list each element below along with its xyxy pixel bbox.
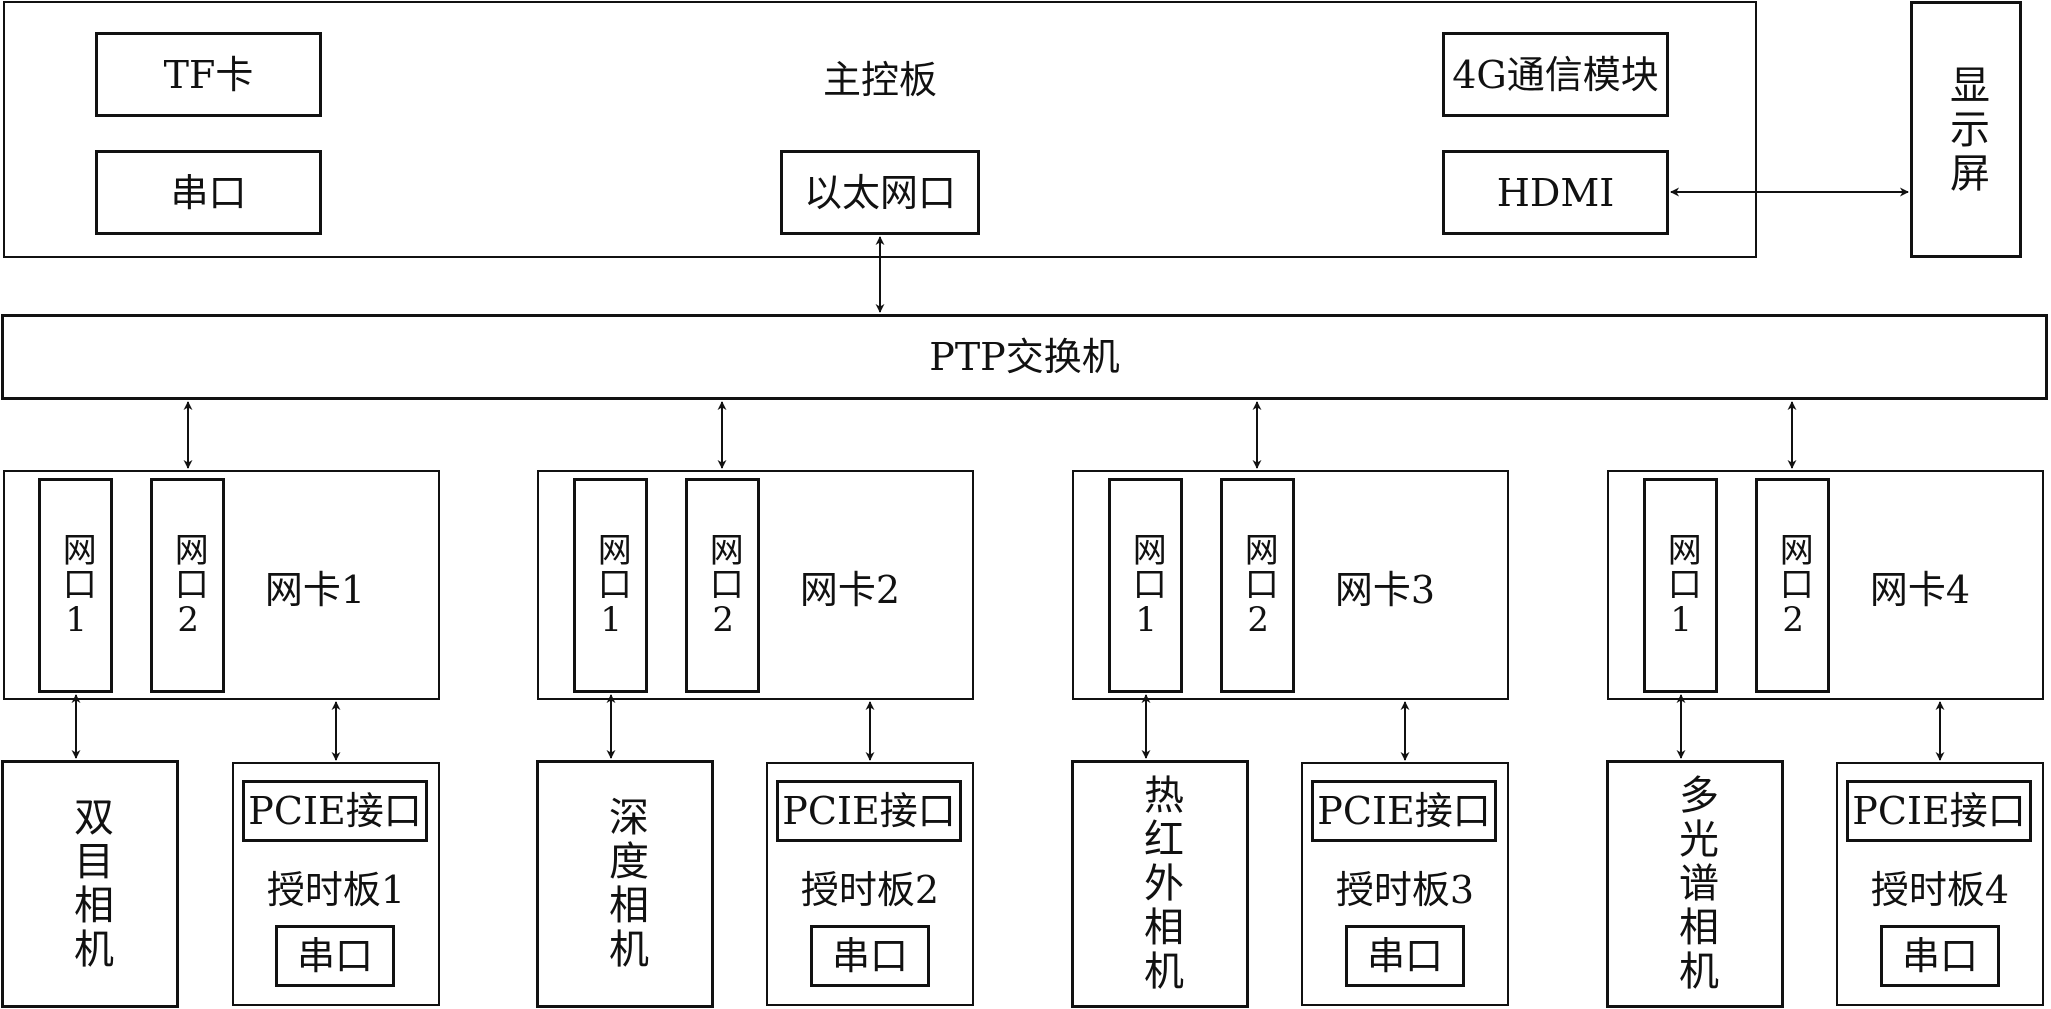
timing-board-1-pcie	[242, 780, 428, 842]
camera-4	[1606, 760, 1784, 1008]
nic-3-port-2-label: 网口2	[1238, 531, 1279, 640]
timing-board-2-serial-label: 串口	[831, 934, 908, 978]
display-box	[1910, 1, 2022, 258]
nic-2-port-1	[573, 478, 648, 693]
timing-board-3-serial-label: 串口	[1366, 934, 1443, 978]
camera-3-label: 热红外相机	[1137, 774, 1183, 994]
nic-2-port-1-label: 网口1	[591, 531, 632, 640]
nic-3-port-1-label: 网口1	[1126, 531, 1167, 640]
ptp-switch	[1, 314, 2048, 400]
hdmi-box	[1442, 150, 1669, 235]
nic-1-port-1	[38, 478, 113, 693]
nic-1-port-2	[150, 478, 225, 693]
camera-2-label: 深度相机	[602, 796, 648, 972]
timing-board-3-serial	[1345, 925, 1465, 987]
main-serial-box	[95, 150, 322, 235]
camera-4-label: 多光谱相机	[1672, 774, 1718, 994]
timing-board-1-label: 授时板1	[266, 868, 406, 912]
timing-board-4-label: 授时板4	[1870, 868, 2010, 912]
tf-card-box	[95, 32, 322, 117]
timing-board-4-pcie	[1846, 780, 2032, 842]
ethernet-port-box	[780, 150, 980, 235]
nic-4-port-1-label: 网口1	[1661, 531, 1702, 640]
display-label: 显示屏	[1943, 63, 1989, 196]
nic-3-port-2	[1220, 478, 1295, 693]
camera-1	[1, 760, 179, 1008]
main-serial-label: 串口	[170, 170, 247, 215]
timing-board-2-label: 授时板2	[800, 868, 940, 912]
camera-1-label: 双目相机	[67, 796, 113, 972]
nic-2-port-2	[685, 478, 760, 693]
main-board-title: 主控板	[822, 58, 937, 102]
ethernet-port-label: 以太网口	[803, 170, 956, 215]
nic-1-label: 网卡1	[264, 568, 366, 612]
timing-board-4-serial	[1880, 925, 2000, 987]
timing-board-3-pcie-label: PCIE接口	[1317, 789, 1491, 833]
module-4g-box	[1442, 32, 1669, 117]
timing-board-3-pcie	[1311, 780, 1497, 842]
ptp-switch-label: PTP交换机	[929, 335, 1120, 379]
timing-board-2-pcie	[776, 780, 962, 842]
nic-4-label: 网卡4	[1869, 568, 1971, 612]
timing-board-1-serial-label: 串口	[296, 934, 373, 978]
timing-board-2-pcie-label: PCIE接口	[782, 789, 956, 833]
nic-4-port-2	[1755, 478, 1830, 693]
timing-board-4-pcie-label: PCIE接口	[1852, 789, 2026, 833]
nic-3-port-1	[1108, 478, 1183, 693]
nic-4-port-2-label: 网口2	[1773, 531, 1814, 640]
hdmi-label: HDMI	[1496, 170, 1615, 215]
camera-3	[1071, 760, 1249, 1008]
nic-1-port-1-label: 网口1	[56, 531, 97, 640]
camera-2	[536, 760, 714, 1008]
timing-board-1-serial	[275, 925, 395, 987]
timing-board-4-serial-label: 串口	[1901, 934, 1978, 978]
module-4g-label: 4G通信模块	[1452, 52, 1659, 97]
nic-1-port-2-label: 网口2	[168, 531, 209, 640]
timing-board-1-pcie-label: PCIE接口	[248, 789, 422, 833]
nic-2-label: 网卡2	[799, 568, 901, 612]
timing-board-3-label: 授时板3	[1335, 868, 1475, 912]
tf-card-label: TF卡	[163, 52, 254, 97]
timing-board-2-serial	[810, 925, 930, 987]
nic-3-label: 网卡3	[1334, 568, 1436, 612]
nic-4-port-1	[1643, 478, 1718, 693]
nic-2-port-2-label: 网口2	[703, 531, 744, 640]
